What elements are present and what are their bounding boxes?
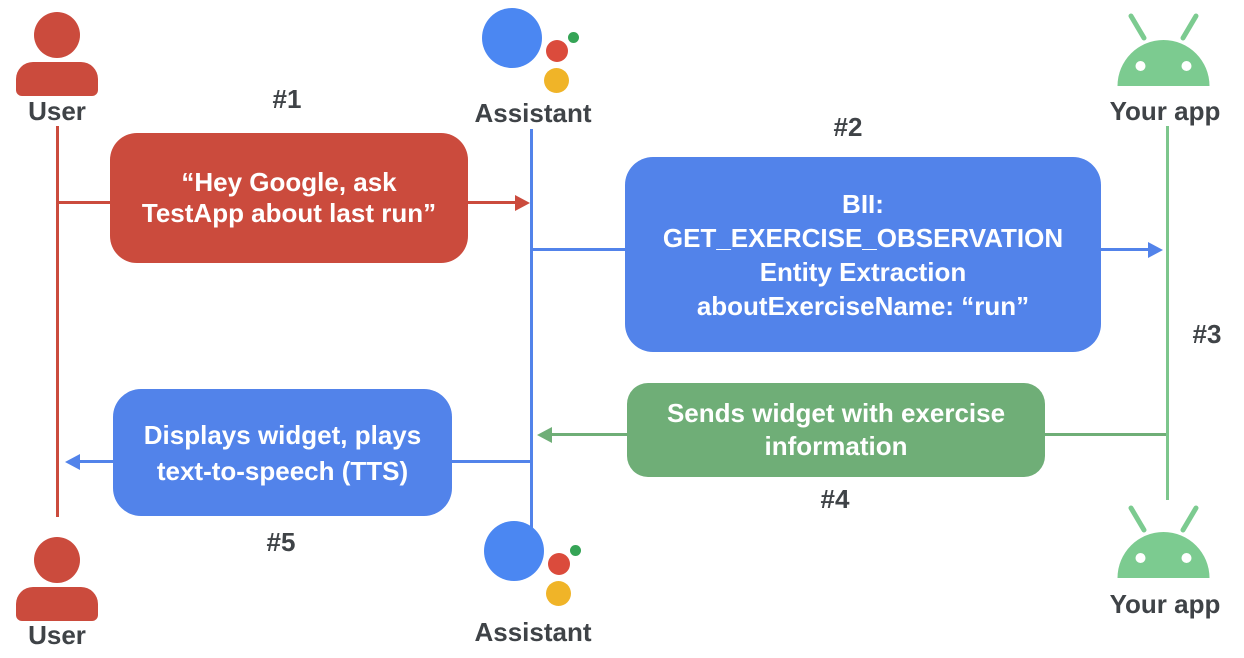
step-label-4: #4	[820, 484, 850, 514]
step-label-1: #1	[272, 84, 302, 114]
message-box-2: BII: GET_EXERCISE_OBSERVATION Entity Ext…	[625, 157, 1101, 352]
step-label-3: #3	[1192, 319, 1222, 349]
user-icon	[0, 12, 114, 104]
message-2-line-2: GET_EXERCISE_OBSERVATION	[662, 222, 1064, 253]
step-label-5: #5	[266, 527, 296, 557]
arrow-2-line-end	[1101, 248, 1149, 251]
actor-label-app-top: Your app	[1109, 96, 1221, 126]
message-box-5: Displays widget, plays text-to-speech (T…	[113, 389, 452, 516]
android-robot-icon-bottom	[1117, 505, 1210, 578]
assistant-green-dot	[570, 545, 581, 556]
arrow-2-line-start	[533, 248, 625, 251]
message-box-1: “Hey Google, ask TestApp about last run”	[110, 133, 468, 263]
arrow-5-arrowhead	[65, 453, 80, 470]
message-1-line-1: “Hey Google, ask	[181, 167, 397, 197]
assistant-lifeline	[530, 129, 533, 530]
message-5-line-1: Displays widget, plays	[143, 419, 422, 450]
arrow-1-line-end	[468, 201, 516, 204]
assistant-yellow-circle	[546, 581, 571, 606]
actor-label-assistant-top: Assistant	[474, 98, 592, 128]
android-robot-icon	[1117, 13, 1210, 86]
google-assistant-icon	[482, 7, 582, 97]
message-5-line-2: text-to-speech (TTS)	[156, 455, 409, 486]
person-body	[16, 62, 98, 96]
message-box-4: Sends widget with exercise information	[627, 383, 1045, 477]
message-4-line-1: Sends widget with exercise	[666, 398, 1006, 428]
arrow-4-line-end	[551, 433, 627, 436]
step-label-2: #2	[833, 112, 863, 142]
message-4-line-2: information	[764, 431, 908, 461]
arrow-4-line-start	[1045, 433, 1166, 436]
actor-label-user-top: User	[28, 96, 86, 126]
actor-label-assistant-bottom: Assistant	[474, 617, 592, 647]
actor-label-app-bottom: Your app	[1109, 589, 1221, 619]
person-head	[34, 12, 80, 58]
assistant-green-dot	[568, 32, 579, 43]
message-2-line-4: aboutExerciseName: “run”	[696, 290, 1030, 321]
user-lifeline	[56, 126, 59, 517]
arrow-5-line-end	[80, 460, 113, 463]
assistant-blue-circle	[482, 8, 542, 68]
assistant-red-circle	[548, 553, 570, 575]
arrow-5-line-start	[452, 460, 530, 463]
assistant-yellow-circle	[544, 68, 569, 93]
arrow-1-arrowhead	[515, 194, 530, 211]
person-head	[34, 537, 80, 583]
assistant-blue-circle	[484, 521, 544, 581]
message-1-line-2: TestApp about last run”	[141, 198, 437, 228]
google-assistant-icon-bottom	[484, 520, 584, 610]
actor-label-user-bottom: User	[28, 620, 86, 650]
arrow-1-line-start	[58, 201, 110, 204]
user-icon-bottom	[0, 537, 114, 629]
app-lifeline	[1166, 126, 1169, 500]
arrow-2-arrowhead	[1148, 241, 1163, 258]
message-2-line-1: BII:	[842, 188, 884, 219]
person-body	[16, 587, 98, 621]
arrow-4-arrowhead	[537, 426, 552, 443]
assistant-red-circle	[546, 40, 568, 62]
message-2-line-3: Entity Extraction	[759, 256, 967, 287]
